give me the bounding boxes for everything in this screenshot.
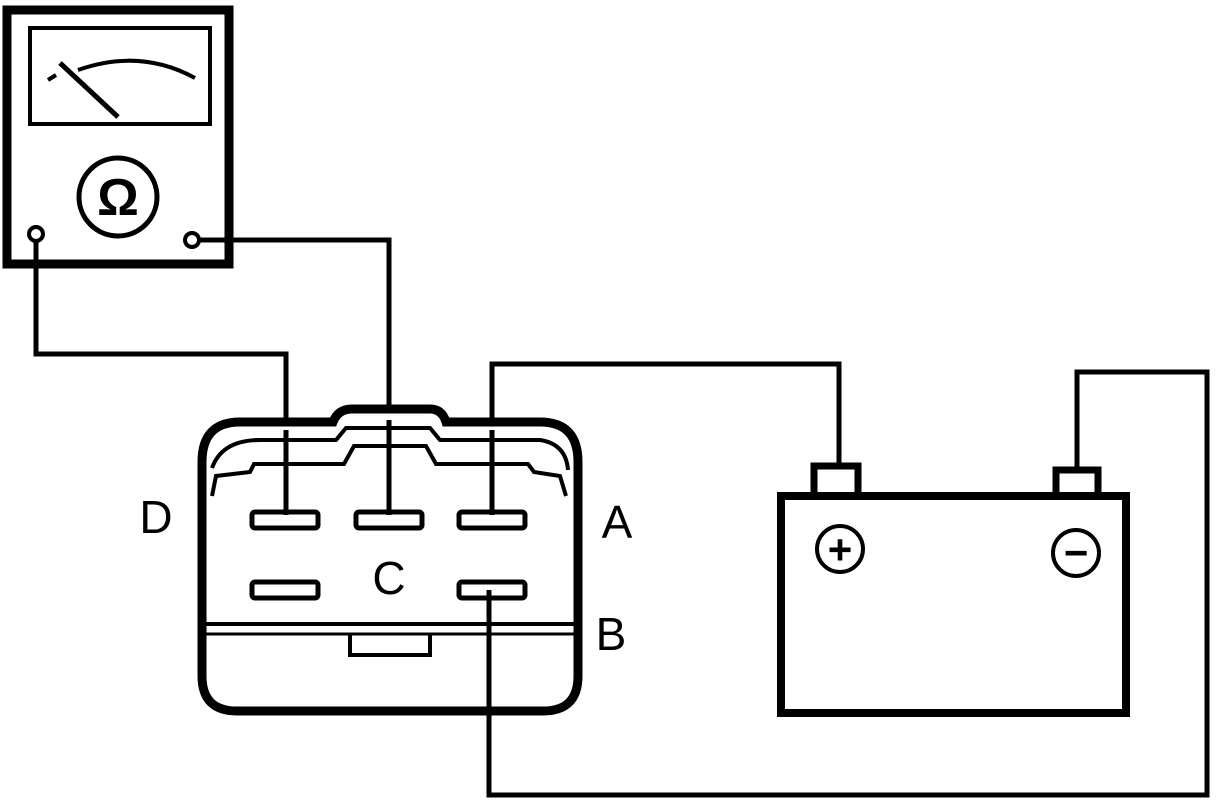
label-terminal-b: B: [596, 608, 627, 660]
ohm-symbol: Ω: [97, 169, 139, 227]
terminal-b: [456, 579, 528, 601]
battery: + −: [777, 462, 1130, 717]
wire-battery-negative-to-terminal-b: [486, 369, 1210, 798]
battery-negative-symbol: −: [1064, 529, 1089, 576]
ohm-dial: [76, 155, 160, 239]
label-terminal-d: D: [139, 491, 172, 543]
label-terminal-c: C: [372, 552, 405, 604]
battery-negative-mark: [1051, 528, 1101, 578]
meter-scale-tick: [46, 73, 58, 82]
battery-positive-mark: [815, 524, 865, 574]
battery-positive-symbol: +: [828, 526, 853, 573]
meter-display-window: [28, 26, 212, 126]
meter-needle: [58, 61, 120, 119]
ohmmeter: Ω: [2, 5, 234, 269]
meter-terminal-right: [183, 231, 201, 249]
meter-terminal-left: [27, 225, 45, 243]
connector: D C A B: [139, 404, 633, 716]
terminal-unused: [249, 579, 321, 601]
label-terminal-a: A: [602, 496, 633, 548]
meter-scale-arc: [77, 58, 196, 80]
connector-key-notch: [348, 634, 432, 657]
